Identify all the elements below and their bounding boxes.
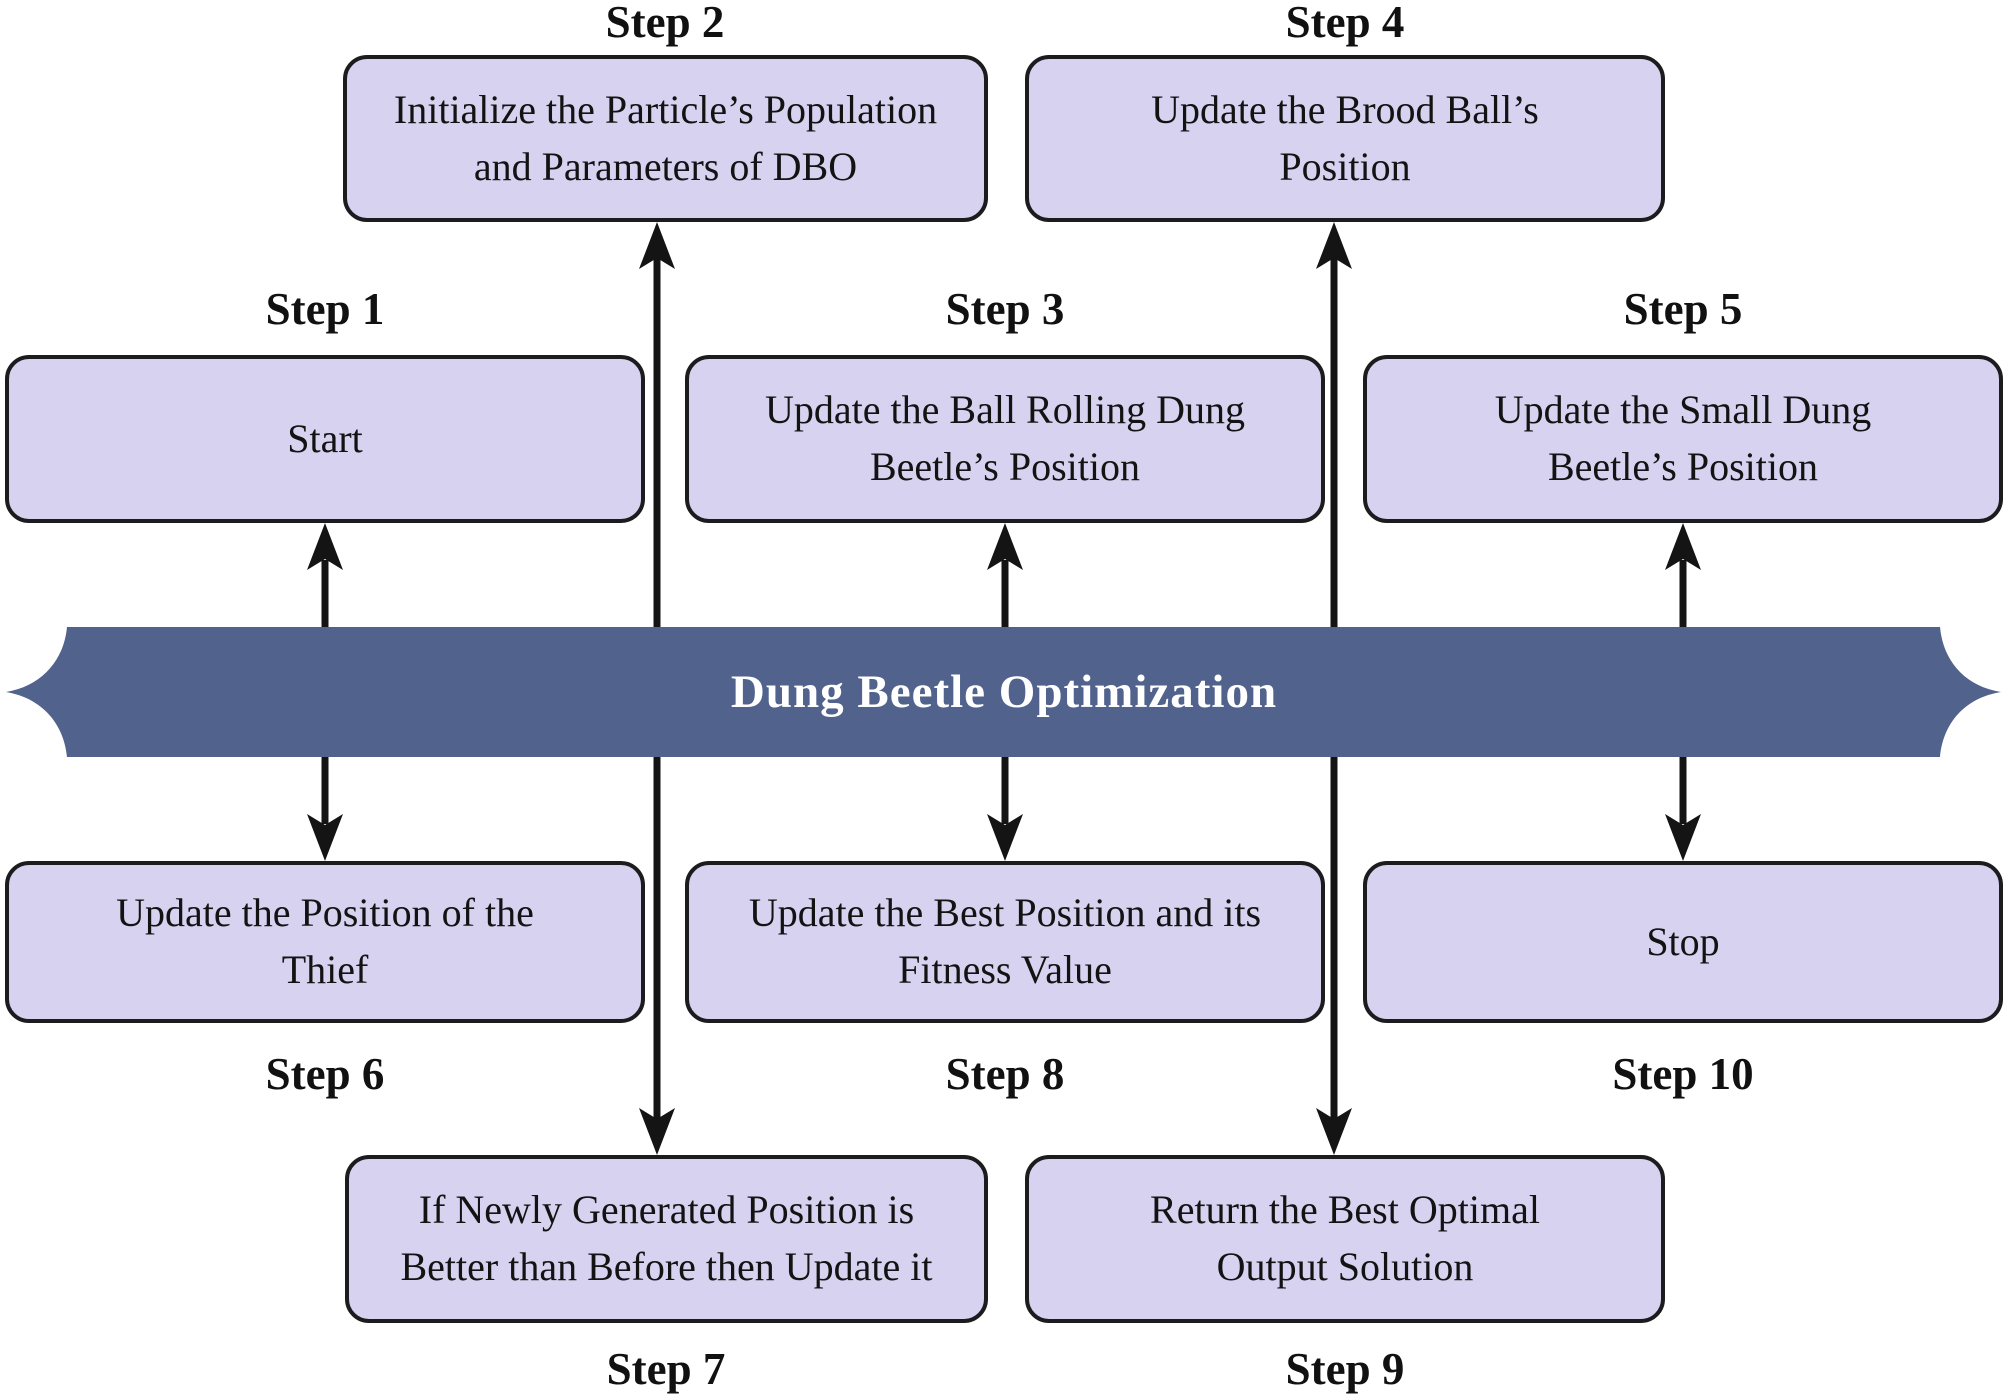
step-box-6-text: Update the Position of the Thief — [116, 890, 534, 992]
step-label-4: Step 4 — [1285, 0, 1405, 47]
arrow-banner-step3 — [987, 523, 1023, 631]
step-box-9-text: Return the Best Optimal Output Solution — [1150, 1187, 1540, 1289]
step-box-1: Start — [5, 355, 645, 523]
banner-ribbon-shape — [6, 627, 2001, 757]
step-box-5: Update the Small Dung Beetle’s Position — [1363, 355, 2003, 523]
step-label-6: Step 6 — [265, 1049, 385, 1099]
step-box-2-text: Initialize the Particle’s Population and… — [393, 86, 938, 189]
step-box-8: Update the Best Position and its Fitness… — [685, 861, 1325, 1023]
step-label-3: Step 3 — [945, 284, 1065, 334]
banner-title: Dung Beetle Optimization — [730, 666, 1278, 718]
step-label-9: Step 9 — [1285, 1344, 1405, 1394]
step-label-5: Step 5 — [1623, 284, 1743, 334]
arrowhead-down-icon — [307, 814, 343, 861]
step-box-2: Initialize the Particle’s Population and… — [343, 55, 988, 222]
arrowhead-up-icon — [639, 222, 675, 269]
arrowhead-up-icon — [987, 523, 1023, 570]
step-box-1-text: Start — [287, 415, 363, 461]
step-box-6: Update the Position of the Thief — [5, 861, 645, 1023]
step-box-4: Update the Brood Ball’s Position — [1025, 55, 1665, 222]
arrow-banner-step5 — [1665, 523, 1701, 631]
step-box-5-text: Update the Small Dung Beetle’s Position — [1494, 387, 1872, 489]
step-box-10: Stop — [1363, 861, 2003, 1023]
step-label-10: Step 10 — [1612, 1049, 1754, 1099]
arrowhead-down-icon — [1665, 814, 1701, 861]
arrow-banner-step8 — [987, 753, 1023, 861]
arrow-banner-step10 — [1665, 753, 1701, 861]
step-box-4-text: Update the Brood Ball’s Position — [1151, 86, 1539, 189]
arrowhead-down-icon — [987, 814, 1023, 861]
step-label-8: Step 8 — [945, 1049, 1065, 1099]
step-box-7-text: If Newly Generated Position is Better th… — [400, 1187, 933, 1289]
step-box-3-text: Update the Ball Rolling Dung Beetle’s Po… — [765, 387, 1245, 489]
step-label-7: Step 7 — [606, 1344, 726, 1394]
arrowhead-down-icon — [639, 1108, 675, 1155]
step-label-2: Step 2 — [605, 0, 725, 47]
step-box-3: Update the Ball Rolling Dung Beetle’s Po… — [685, 355, 1325, 523]
step-box-8-text: Update the Best Position and its Fitness… — [748, 890, 1262, 992]
arrowhead-up-icon — [1665, 523, 1701, 570]
arrowhead-down-icon — [1316, 1108, 1352, 1155]
arrow-banner-step1 — [307, 523, 343, 631]
arrowhead-up-icon — [1316, 222, 1352, 269]
step-box-10-text: Stop — [1646, 918, 1720, 964]
step-box-9: Return the Best Optimal Output Solution — [1025, 1155, 1665, 1323]
arrow-banner-step6 — [307, 753, 343, 861]
step-label-1: Step 1 — [265, 284, 385, 334]
arrowhead-up-icon — [307, 523, 343, 570]
step-box-7: If Newly Generated Position is Better th… — [345, 1155, 988, 1323]
